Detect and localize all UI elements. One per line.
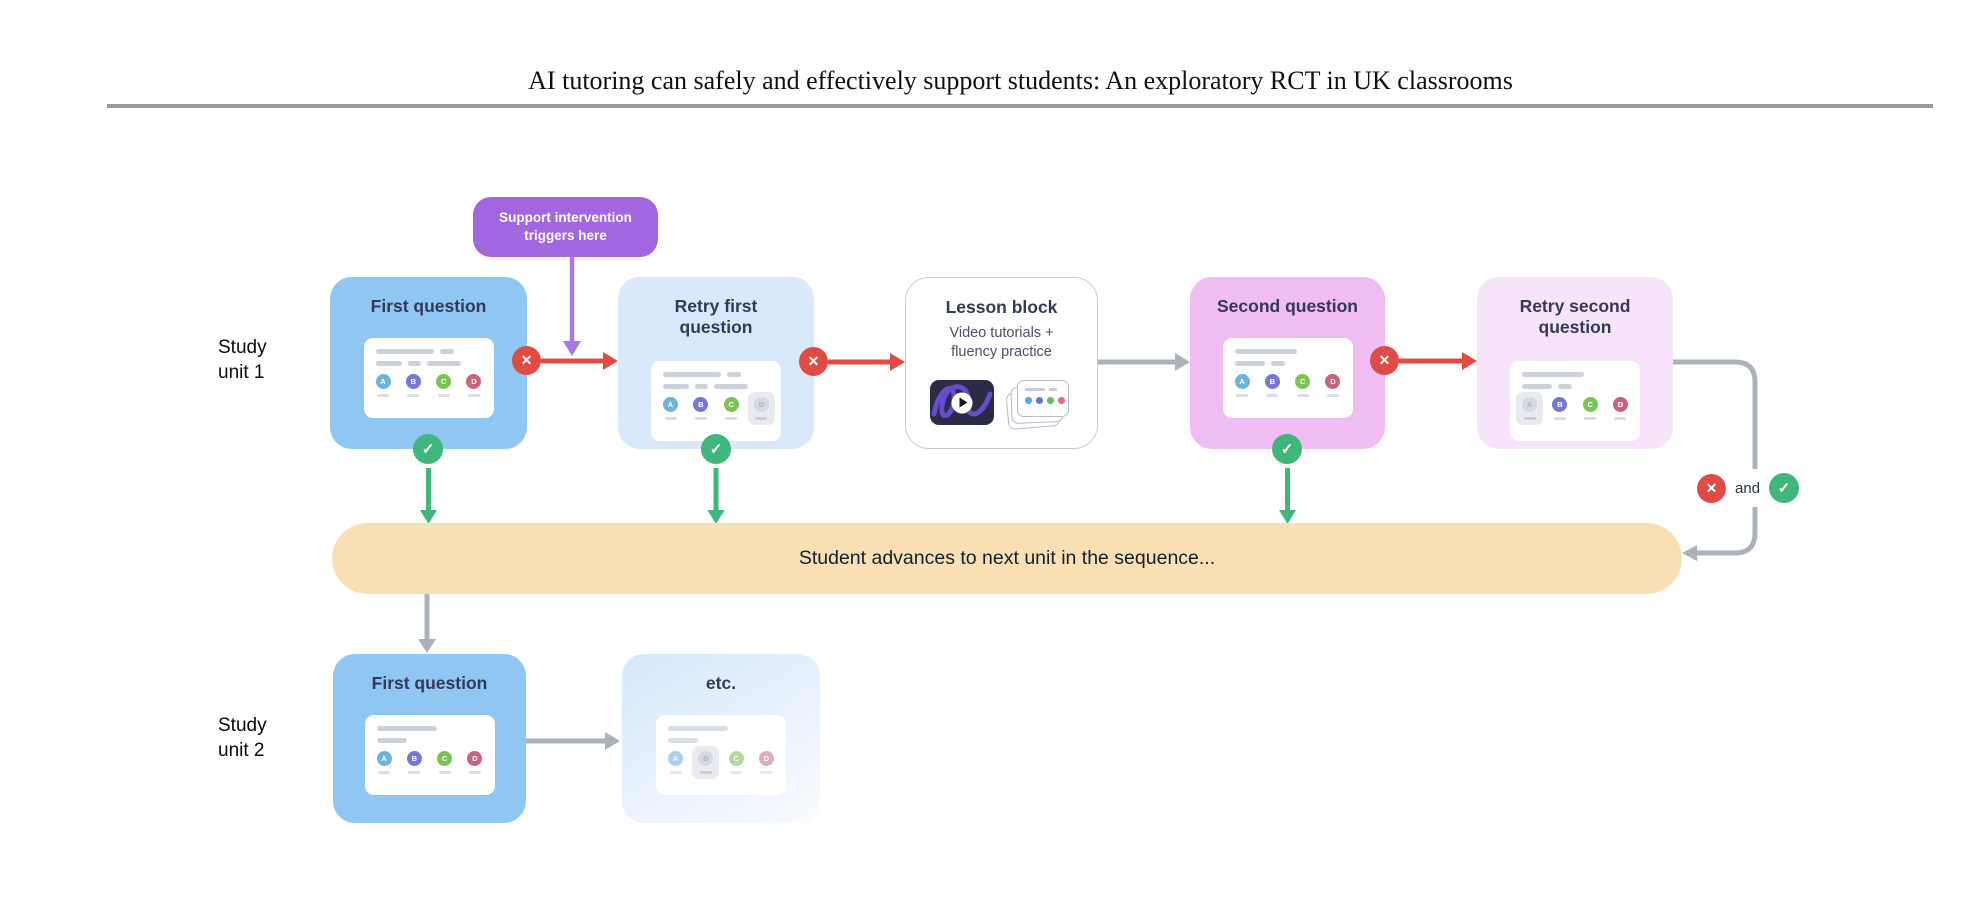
answer-option-b-eliminated: B — [692, 746, 720, 779]
answer-options: A B C D — [375, 374, 482, 397]
answer-option-a: A — [668, 751, 683, 774]
text-placeholder — [375, 361, 482, 366]
practice-cards-icon — [1005, 380, 1073, 431]
answer-option-d: D — [758, 751, 774, 774]
node-retry-first-question: Retry first question A B C D — [618, 277, 814, 449]
answer-option-c: C — [728, 751, 744, 774]
node-unit2-etc: etc. A B C D — [622, 654, 820, 823]
answer-option-a-eliminated: A — [1516, 392, 1543, 425]
question-card: A B C D — [656, 715, 786, 795]
pass-arrow-first-to-banner — [420, 468, 437, 524]
answer-option-b: B — [1552, 397, 1568, 420]
pass-icon: ✓ — [413, 434, 443, 464]
text-placeholder — [1522, 384, 1628, 389]
text-placeholder — [376, 726, 483, 731]
question-card: A B C D — [1222, 338, 1353, 418]
answer-option-b: B — [405, 374, 421, 397]
answer-option-c: C — [436, 374, 452, 397]
node-title: Retry second question — [1519, 296, 1631, 338]
text-placeholder — [1234, 361, 1341, 366]
title-divider — [107, 104, 1933, 108]
node-first-question: First question A B C D — [330, 277, 527, 449]
video-tutorial-icon — [930, 380, 994, 425]
answer-option-d: D — [1325, 374, 1341, 397]
text-placeholder — [668, 738, 774, 743]
arrow-banner-to-unit2 — [418, 594, 436, 653]
pass-icon: ✓ — [1272, 434, 1302, 464]
fail-icon: ✕ — [512, 346, 541, 375]
pass-arrow-second-to-banner — [1279, 468, 1296, 524]
node-title: First question — [371, 673, 488, 693]
node-title: First question — [370, 296, 487, 316]
node-second-question: Second question A B C D — [1190, 277, 1385, 449]
support-intervention-callout: Support intervention triggers here — [473, 197, 658, 257]
answer-option-c: C — [437, 751, 453, 774]
fail-and-pass-cluster: ✕ and ✓ — [1693, 469, 1804, 507]
node-lesson-block: Lesson block Video tutorials + fluency p… — [905, 277, 1098, 449]
text-placeholder — [663, 372, 769, 377]
question-card: A B C D — [1510, 361, 1640, 441]
text-placeholder — [1522, 372, 1628, 377]
node-subtitle: Video tutorials + fluency practice — [949, 325, 1054, 361]
answer-option-a: A — [663, 397, 678, 420]
arrow-lesson-to-second — [1098, 353, 1190, 371]
fail-arrow-first-to-retry — [541, 352, 618, 370]
answer-option-b: B — [693, 397, 709, 420]
answer-options: A B C D — [1516, 392, 1628, 425]
fail-icon: ✕ — [1697, 473, 1726, 503]
support-intervention-arrow — [563, 255, 581, 356]
arrow-unit2-first-to-etc — [526, 732, 620, 750]
answer-option-d-eliminated: D — [747, 392, 775, 425]
answer-option-c: C — [1295, 374, 1311, 397]
study-unit-1-label: Study unit 1 — [218, 337, 267, 384]
answer-options: A B C D — [668, 746, 774, 779]
fail-icon: ✕ — [1370, 346, 1399, 375]
pass-icon: ✓ — [1769, 473, 1800, 503]
answer-option-b: B — [406, 751, 422, 774]
node-title: Second question — [1217, 296, 1358, 316]
pass-icon: ✓ — [701, 434, 731, 464]
play-icon — [951, 392, 973, 413]
answer-option-c: C — [1582, 397, 1598, 420]
question-card: A B C D — [364, 715, 495, 795]
answer-option-d: D — [1612, 397, 1628, 420]
fail-icon: ✕ — [799, 347, 828, 376]
answer-option-b: B — [1264, 374, 1280, 397]
text-placeholder — [1234, 349, 1341, 354]
study-unit-2-label: Study unit 2 — [218, 715, 267, 762]
node-unit2-first-question: First question A B C D — [333, 654, 526, 823]
answer-options: A B C D — [376, 751, 483, 774]
answer-options: A B C D — [1234, 374, 1341, 397]
answer-option-a: A — [1234, 374, 1250, 397]
text-placeholder — [376, 738, 483, 743]
answer-option-d: D — [466, 374, 482, 397]
page-title: AI tutoring can safely and effectively s… — [528, 66, 1513, 95]
node-title: etc. — [705, 673, 737, 693]
question-card: A B C D — [363, 338, 494, 418]
retry-second-outcome-connector — [1673, 359, 1758, 561]
answer-option-a: A — [376, 751, 392, 774]
text-placeholder — [668, 726, 774, 731]
lesson-icons — [906, 380, 1097, 431]
node-title: Lesson block — [945, 297, 1058, 317]
fail-arrow-retry-to-lesson — [828, 353, 905, 371]
answer-option-a: A — [375, 374, 391, 397]
node-title: Retry first question — [674, 296, 758, 338]
node-retry-second-question: Retry second question A B C D — [1477, 277, 1673, 449]
text-placeholder — [375, 349, 482, 354]
fail-arrow-second-to-retry — [1399, 352, 1477, 370]
text-placeholder — [663, 384, 769, 389]
question-card: A B C D — [651, 361, 781, 441]
answer-options: A B C D — [663, 392, 775, 425]
answer-option-d: D — [467, 751, 483, 774]
scribble-art — [931, 384, 993, 418]
and-label: and — [1735, 479, 1761, 497]
pass-arrow-retry-to-banner — [707, 468, 725, 524]
answer-option-c: C — [723, 397, 739, 420]
advance-banner: Student advances to next unit in the seq… — [332, 523, 1682, 594]
